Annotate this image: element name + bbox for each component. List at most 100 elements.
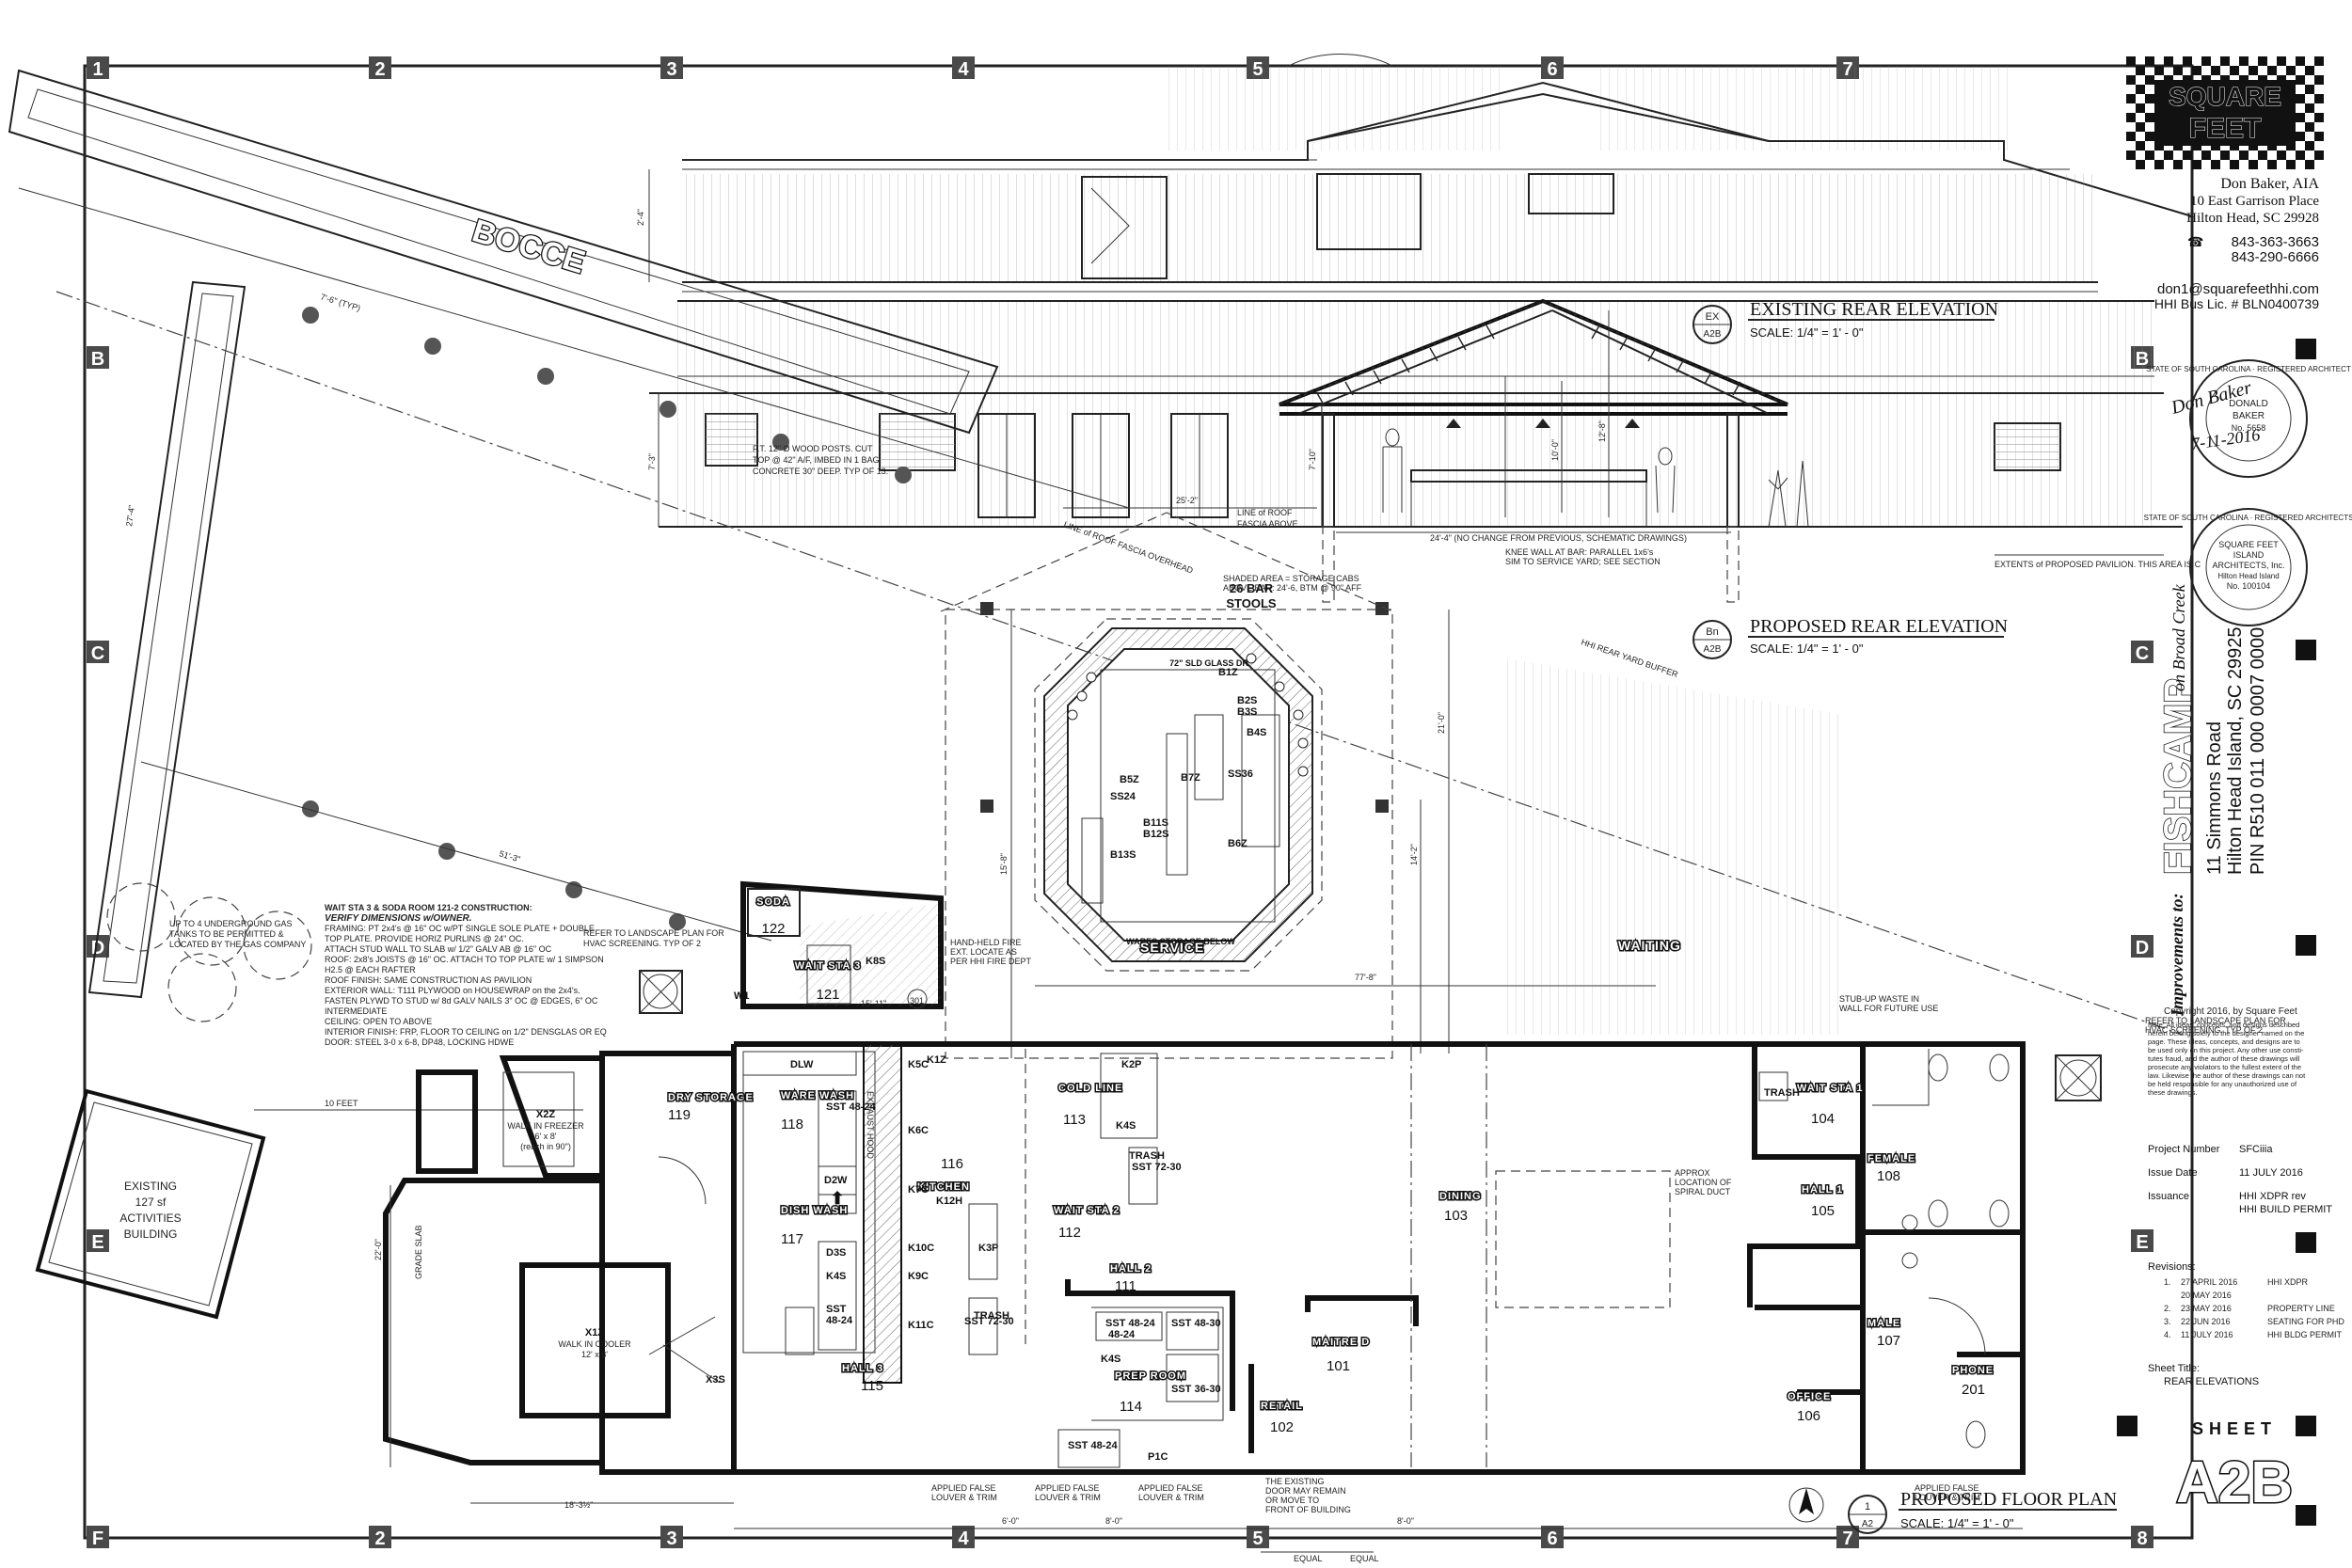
svg-text:ROOF: 2x8's JOISTS @ 16" OC. A: ROOF: 2x8's JOISTS @ 16" OC. ATTACH TO T…	[325, 955, 604, 964]
firm-seal	[2189, 508, 2308, 626]
svg-text:No. 100104: No. 100104	[2227, 581, 2271, 591]
svg-text:11 JULY 2016: 11 JULY 2016	[2239, 1167, 2303, 1179]
svg-text:7: 7	[1842, 1528, 1852, 1549]
svg-text:TRASH: TRASH	[1129, 1150, 1165, 1162]
svg-text:E: E	[91, 1232, 103, 1253]
svg-text:REFER TO LANDSCAPE PLAN FOR: REFER TO LANDSCAPE PLAN FOR	[583, 928, 724, 938]
svg-text:EXHAUST HOOD: EXHAUST HOOD	[866, 1091, 875, 1159]
svg-text:SST 36-30: SST 36-30	[1171, 1384, 1221, 1395]
svg-text:herein belong solely to the de: herein belong solely to the designer nam…	[2148, 1029, 2304, 1037]
project-logo: FISHCAMP	[2157, 678, 2199, 875]
svg-text:X2Z: X2Z	[536, 1109, 555, 1120]
svg-text:HHI XDPR: HHI XDPR	[2267, 1277, 2309, 1287]
svg-text:SST 48-24: SST 48-24	[1068, 1440, 1118, 1451]
svg-text:SCALE: 1/4" = 1' - 0": SCALE: 1/4" = 1' - 0"	[1750, 641, 1864, 656]
svg-text:ROOF FINISH: SAME CONSTRUCTION: ROOF FINISH: SAME CONSTRUCTION AS PAVILI…	[325, 975, 532, 985]
svg-text:WARES STORAGE BELOW: WARES STORAGE BELOW	[1126, 937, 1235, 946]
svg-text:EXTENTS of PROPOSED PAVILION.: EXTENTS of PROPOSED PAVILION. THIS AREA …	[1994, 560, 2201, 569]
existing-elevation-label: EXISTING REAR ELEVATION	[1750, 299, 1998, 320]
svg-text:be used only on this project.: be used only on this project. Any other …	[2148, 1046, 2304, 1054]
svg-text:4: 4	[958, 59, 969, 80]
svg-text:X1Z: X1Z	[585, 1327, 604, 1338]
svg-text:W1: W1	[734, 990, 750, 1002]
svg-text:B: B	[91, 349, 104, 370]
svg-text:1: 1	[92, 59, 103, 80]
svg-text:K3P: K3P	[978, 1243, 998, 1254]
svg-text:7'-6" (TYP): 7'-6" (TYP)	[319, 292, 361, 312]
svg-text:ATTACH STUD WALL TO SLAB w/ 1/: ATTACH STUD WALL TO SLAB w/ 1/2" GALV AB…	[325, 944, 552, 954]
project-name-block: Improvements to: FISHCAMP on Broad Creek…	[2156, 583, 2268, 1018]
hvac-units	[639, 970, 2102, 1101]
svg-text:DOOR MAY REMAIN: DOOR MAY REMAIN	[1265, 1486, 1346, 1496]
svg-text:STOOLS: STOOLS	[1226, 596, 1277, 610]
svg-text:WARE WASH: WARE WASH	[781, 1090, 854, 1101]
proposed-elevation-title: Bn A2B PROPOSED REAR ELEVATION SCALE: 1/…	[1692, 616, 2008, 659]
svg-text:SIM TO SERVICE YARD; SEE SECTI: SIM TO SERVICE YARD; SEE SECTION	[1505, 557, 1661, 566]
svg-text:2: 2	[374, 1528, 385, 1549]
svg-text:843-290-6666: 843-290-6666	[2232, 249, 2319, 265]
svg-text:TRASH: TRASH	[1764, 1087, 1800, 1099]
svg-text:102: 102	[1270, 1419, 1294, 1435]
svg-text:8'-0": 8'-0"	[1397, 1516, 1414, 1526]
svg-text:107: 107	[1877, 1333, 1900, 1349]
svg-text:on Broad Creek: on Broad Creek	[2169, 583, 2188, 691]
svg-text:FRONT OF BUILDING: FRONT OF BUILDING	[1265, 1505, 1351, 1514]
svg-text:PIN R510 011 000 0007 0000: PIN R510 011 000 0007 0000	[2248, 627, 2268, 875]
svg-text:B6Z: B6Z	[1228, 838, 1248, 849]
svg-text:B7Z: B7Z	[1181, 772, 1200, 784]
existing-elevation-title: EX A2B EXISTING REAR ELEVATION SCALE: 1/…	[1692, 299, 1998, 344]
svg-text:121: 121	[816, 987, 839, 1003]
svg-text:(reach in 90"): (reach in 90")	[520, 1142, 571, 1151]
svg-text:EX: EX	[1706, 311, 1720, 323]
svg-text:RETAIL: RETAIL	[1261, 1401, 1303, 1412]
svg-text:48-24: 48-24	[1108, 1329, 1136, 1340]
svg-text:SST: SST	[826, 1304, 847, 1315]
svg-text:122: 122	[761, 921, 785, 937]
svg-text:APPLIED FALSE: APPLIED FALSE	[931, 1483, 996, 1493]
svg-text:don1@squarefeethhi.com: don1@squarefeethhi.com	[2157, 281, 2319, 297]
svg-text:WALL FOR FUTURE USE: WALL FOR FUTURE USE	[1839, 1004, 1938, 1013]
svg-text:PHONE: PHONE	[1952, 1365, 1994, 1376]
svg-text:24'-4" (NO CHANGE FROM PREVIOU: 24'-4" (NO CHANGE FROM PREVIOUS, SCHEMAT…	[1430, 533, 1687, 543]
svg-text:APPROX: APPROX	[1675, 1168, 1710, 1178]
svg-text:7'-10": 7'-10"	[1308, 449, 1317, 470]
svg-text:KNEE WALL AT BAR: PARALLEL 1x6: KNEE WALL AT BAR: PARALLEL 1x6's	[1505, 547, 1654, 557]
svg-text:K1Z: K1Z	[927, 1054, 946, 1066]
rear-yard-buffer-label: HHI REAR YARD BUFFER	[1580, 637, 1679, 679]
svg-text:B5Z: B5Z	[1120, 774, 1139, 785]
svg-text:TANKS TO BE PERMITTED &: TANKS TO BE PERMITTED &	[169, 929, 284, 939]
svg-text:MAITRE D: MAITRE D	[1312, 1337, 1370, 1348]
svg-text:118: 118	[781, 1117, 803, 1132]
svg-text:SFCiiia: SFCiiia	[2239, 1144, 2273, 1155]
svg-text:SHADED AREA = STORAGE CABS: SHADED AREA = STORAGE CABS	[1223, 574, 1359, 583]
grid-rows-left: B C D E	[87, 346, 109, 1253]
svg-text:No. 5658: No. 5658	[2232, 423, 2266, 433]
svg-text:18'-3½": 18'-3½"	[564, 1500, 593, 1510]
svg-text:D3S: D3S	[826, 1247, 846, 1259]
svg-text:114: 114	[1120, 1399, 1142, 1415]
svg-text:14'-2": 14'-2"	[1409, 844, 1419, 865]
architect-seal	[2189, 359, 2308, 478]
svg-text:ARCHITECTS, Inc.: ARCHITECTS, Inc.	[2212, 561, 2284, 570]
svg-text:STATE OF SOUTH CAROLINA · REGI: STATE OF SOUTH CAROLINA · REGISTERED ARC…	[2146, 365, 2351, 373]
svg-text:FASCIA ABOVE: FASCIA ABOVE	[1237, 519, 1298, 529]
svg-text:Improvements to:: Improvements to:	[2168, 894, 2186, 1018]
svg-text:SHEET: SHEET	[2192, 1419, 2277, 1438]
svg-text:2: 2	[374, 59, 385, 80]
svg-text:LINE of ROOF FASCIA OVERHEAD: LINE of ROOF FASCIA OVERHEAD	[1062, 519, 1195, 575]
svg-text:EXT. LOCATE AS: EXT. LOCATE AS	[950, 947, 1017, 957]
svg-text:6' x 8': 6' x 8'	[535, 1132, 557, 1141]
svg-text:3.: 3.	[2164, 1317, 2171, 1326]
svg-text:4: 4	[958, 1528, 969, 1549]
svg-text:Issuance: Issuance	[2148, 1191, 2189, 1202]
phone-icon: ☎	[2187, 234, 2203, 249]
svg-text:SCALE: 1/4" = 1' - 0": SCALE: 1/4" = 1' - 0"	[1900, 1516, 2014, 1530]
svg-text:116: 116	[941, 1156, 963, 1172]
svg-text:8: 8	[2137, 1528, 2147, 1549]
floor-plan-label: PROPOSED FLOOR PLAN	[1900, 1489, 2117, 1510]
svg-text:K6C: K6C	[908, 1125, 929, 1136]
svg-text:TOP PLATE. PROVIDE HORIZ PURLI: TOP PLATE. PROVIDE HORIZ PURLINS @ 24" O…	[325, 934, 524, 943]
svg-text:51'-3": 51'-3"	[498, 848, 521, 863]
svg-text:11 JULY 2016: 11 JULY 2016	[2181, 1330, 2233, 1339]
svg-text:3: 3	[666, 59, 676, 80]
